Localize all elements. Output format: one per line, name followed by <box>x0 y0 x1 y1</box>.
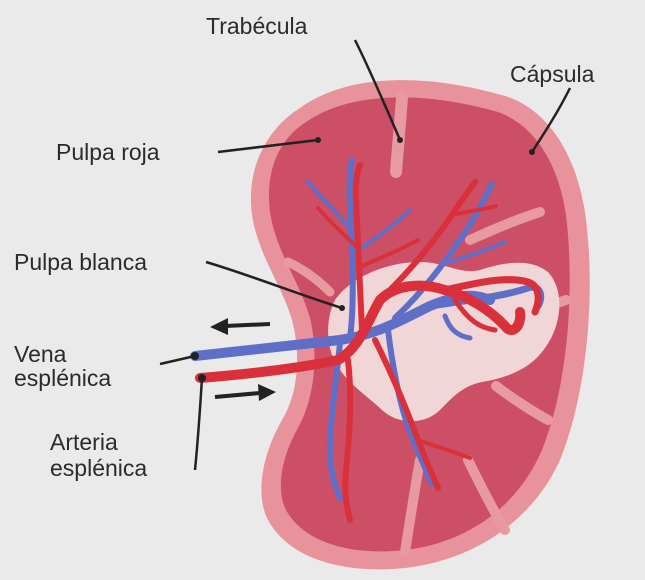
label-capsula: Cápsula <box>510 62 594 86</box>
leader-vena <box>160 356 195 364</box>
label-pulpa-roja: Pulpa roja <box>56 140 160 164</box>
leader-arteria <box>195 378 202 470</box>
label-trabecula: Trabécula <box>206 14 307 38</box>
label-vena-line2: esplénica <box>14 366 111 390</box>
label-arteria-line2: esplénica <box>50 456 147 480</box>
label-pulpa-blanca: Pulpa blanca <box>14 250 147 274</box>
label-arteria-line1: Arteria <box>50 430 118 454</box>
arrow-right-icon <box>215 384 276 401</box>
label-vena-line1: Vena <box>14 342 66 366</box>
arrow-left-icon <box>210 318 270 335</box>
